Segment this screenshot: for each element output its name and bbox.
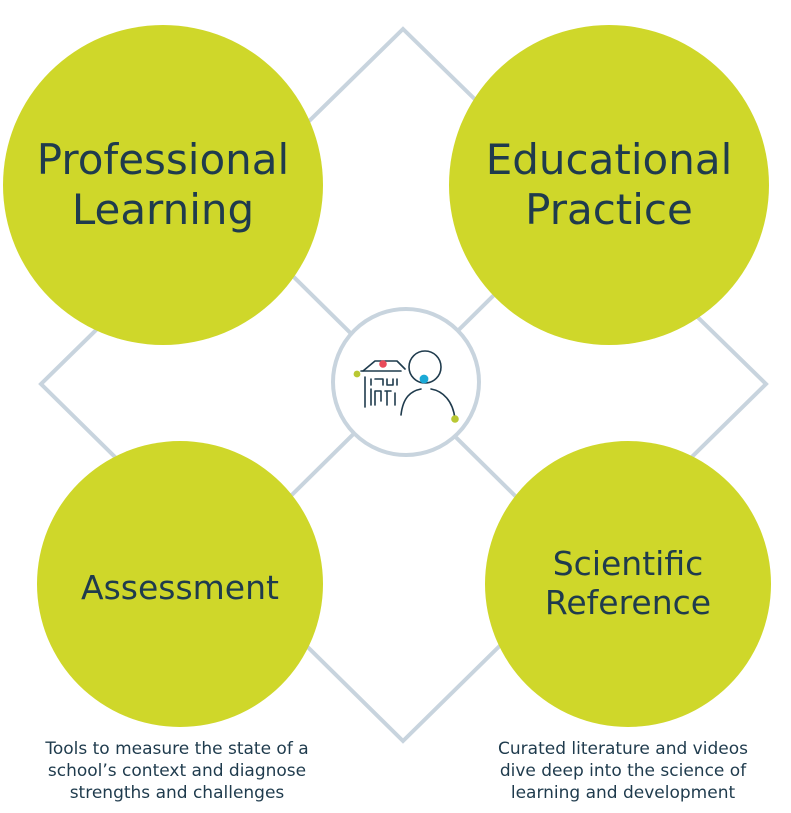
scientific-reference-circle: Scientific Reference xyxy=(485,441,771,727)
center-hub xyxy=(331,307,481,457)
educational-practice-label: Educational Practice xyxy=(485,135,733,234)
assessment-circle: Assessment xyxy=(37,441,323,727)
assessment-caption: Tools to measure the state of a school’s… xyxy=(45,739,309,804)
school-and-person-icon xyxy=(353,350,459,423)
educational-practice-circle: Educational Practice xyxy=(449,25,769,345)
scientific-reference-caption: Curated literature and videos dive deep … xyxy=(498,739,748,804)
scientific-reference-label: Scientific Reference xyxy=(544,544,712,622)
professional-learning-circle: Professional Learning xyxy=(3,25,323,345)
assessment-label: Assessment xyxy=(81,567,279,607)
professional-learning-label: Professional Learning xyxy=(36,135,290,234)
